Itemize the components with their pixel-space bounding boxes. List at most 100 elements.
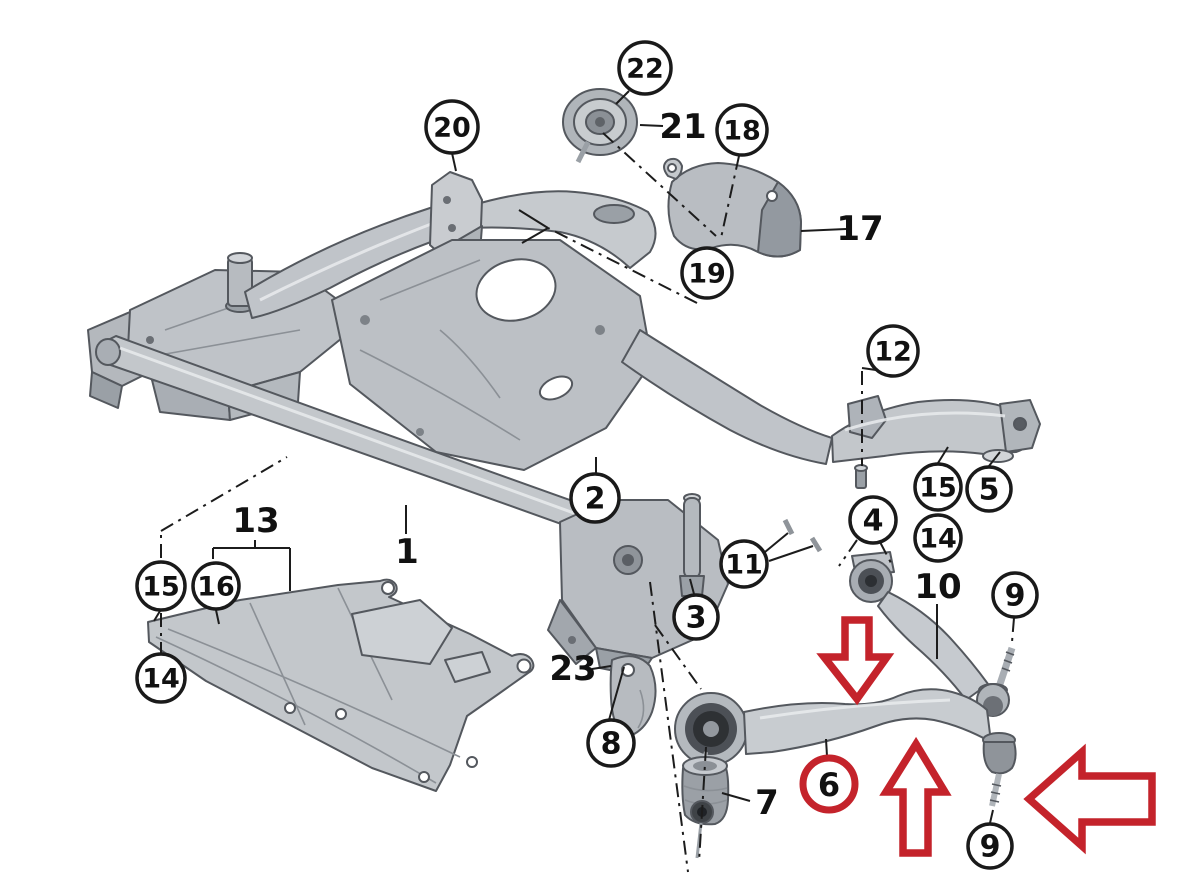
callout-20: 20 — [424, 99, 480, 155]
callout-11: 11 — [719, 539, 769, 589]
callout-circle-8 — [586, 718, 636, 768]
callout-circle-12 — [866, 324, 920, 378]
rubber-mount-drawing — [562, 88, 638, 164]
skid-plate-drawing — [147, 578, 535, 792]
callout-circle-4 — [848, 495, 898, 545]
red-circle-number: 6 — [818, 766, 840, 804]
leader-line-19 — [521, 227, 549, 244]
callout-circle-15-right — [913, 462, 963, 512]
red-markers: 6 — [799, 616, 1156, 857]
leader-lines — [153, 90, 1015, 873]
callout-8: 8 — [586, 718, 636, 768]
stud-bolts-drawing — [782, 518, 823, 553]
callout-9-upper: 9 — [991, 571, 1039, 619]
leader-line-mount-axis — [602, 132, 717, 237]
callout-number-4: 4 — [863, 504, 884, 539]
leader-line-15-left — [153, 610, 161, 622]
callout-number-22: 22 — [626, 54, 664, 85]
callout-2: 2 — [569, 472, 621, 524]
subframe-right-rail-drawing — [621, 329, 1041, 489]
leader-line-4 — [838, 539, 858, 567]
part-number-13: 13 — [232, 501, 279, 541]
callout-circle-14-left — [135, 652, 187, 704]
callout-number-14-right: 14 — [919, 524, 957, 555]
callout-22: 22 — [617, 40, 673, 96]
callout-number-15-right: 15 — [919, 473, 957, 504]
callout-number-12: 12 — [874, 337, 912, 368]
callout-9-lower: 9 — [966, 822, 1014, 870]
part-number-7: 7 — [755, 783, 779, 823]
callout-circle-16 — [191, 561, 241, 611]
callout-number-9-lower: 9 — [980, 830, 1001, 865]
callout-circle-14-right — [913, 513, 963, 563]
leader-line-17 — [800, 228, 847, 232]
leader-line-axis-arm6-eye — [654, 624, 702, 690]
callout-circle-9-lower — [966, 822, 1014, 870]
callout-number-9-upper: 9 — [1005, 579, 1026, 614]
callout-circle-11 — [719, 539, 769, 589]
heat-shield-drawing — [663, 157, 802, 258]
subframe-center-panel-drawing — [331, 239, 653, 471]
part-number-1: 1 — [395, 532, 419, 572]
control-arm-drawing — [674, 688, 1017, 807]
callout-number-2: 2 — [585, 482, 606, 517]
callout-number-5: 5 — [979, 473, 1000, 508]
leader-line-7 — [721, 792, 751, 802]
red-highlight-circle: 6 — [799, 754, 859, 814]
callout-number-11: 11 — [725, 550, 763, 581]
leader-line-5 — [988, 451, 1001, 467]
leader-line-3 — [689, 578, 695, 595]
callout-circle-18 — [715, 103, 769, 157]
leader-line-18 — [720, 155, 740, 239]
part-number-17: 17 — [836, 209, 883, 249]
leader-line-11 — [764, 532, 789, 553]
callout-circle-15-left — [135, 560, 187, 612]
callout-number-8: 8 — [601, 727, 622, 762]
callout-number-16: 16 — [197, 572, 235, 603]
leader-line-19 — [518, 209, 549, 229]
callout-number-20: 20 — [433, 113, 471, 144]
callout-4: 4 — [848, 495, 898, 545]
hydro-bushing-drawing — [681, 756, 730, 859]
callout-circle-2 — [569, 472, 621, 524]
part-number-10: 10 — [914, 567, 961, 607]
callout-number-14-left: 14 — [142, 664, 180, 695]
callout-circle-3 — [672, 593, 720, 641]
part-number-23: 23 — [549, 649, 596, 689]
leader-line-axis-bushing-7 — [698, 746, 707, 863]
callout-14-right: 14 — [913, 513, 963, 563]
leader-line-15-left — [160, 456, 288, 532]
subframe-upper-beam-drawing — [244, 190, 657, 319]
leader-line-23 — [591, 665, 612, 670]
leader-line-16 — [215, 609, 220, 625]
callout-19: 19 — [680, 246, 734, 300]
leader-line-9-upper — [1011, 617, 1015, 643]
leader-line-11 — [768, 545, 814, 562]
callout-circle-20 — [424, 99, 480, 155]
callout-15-right: 15 — [913, 462, 963, 512]
callout-3: 3 — [672, 593, 720, 641]
callout-number-18: 18 — [723, 116, 761, 147]
callout-circle-5 — [965, 465, 1013, 513]
callout-5: 5 — [965, 465, 1013, 513]
red-arrow-down-icon — [816, 616, 895, 706]
leader-line-21 — [639, 124, 664, 127]
red-arrow-up-icon — [879, 736, 952, 857]
leader-line-axis-knuckle-to-7 — [649, 581, 689, 873]
callout-number-19: 19 — [688, 259, 726, 290]
leader-line-8 — [608, 666, 625, 721]
leader-line-12 — [861, 367, 877, 371]
callout-number-3: 3 — [686, 601, 707, 636]
leader-line-22 — [615, 90, 630, 105]
red-circle-outline — [799, 754, 859, 814]
callout-15-left: 15 — [135, 560, 187, 612]
callout-16: 16 — [191, 561, 241, 611]
leader-line-6 — [825, 738, 828, 757]
callout-number-15-left: 15 — [142, 572, 180, 603]
callout-12: 12 — [866, 324, 920, 378]
callout-circle-9-upper — [991, 571, 1039, 619]
leader-line-9-lower — [989, 809, 994, 824]
